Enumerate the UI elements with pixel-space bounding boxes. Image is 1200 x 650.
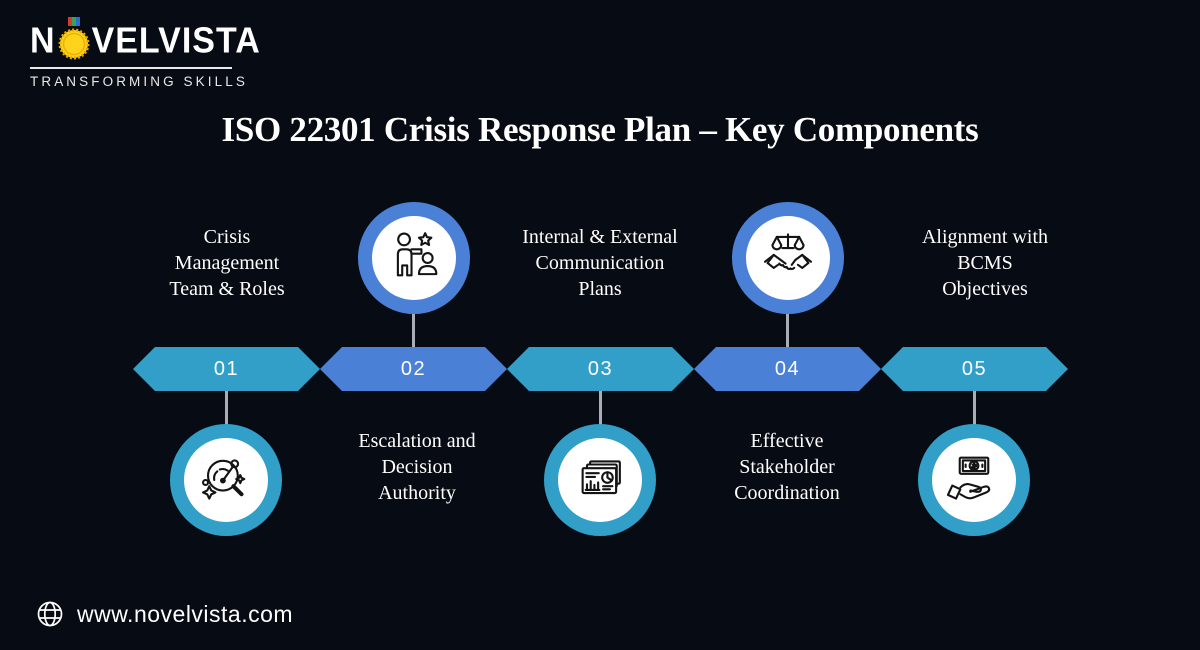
step-05-label: Alignment with BCMS Objectives	[870, 224, 1100, 302]
step-04-connector	[786, 310, 789, 348]
step-02-connector	[412, 310, 415, 348]
logo-text-n: N	[30, 21, 56, 61]
step-number: 05	[961, 357, 988, 380]
step-05-arrow: 05	[881, 347, 1068, 391]
step-03-icon-circle	[544, 424, 656, 536]
label-line: Stakeholder	[739, 456, 835, 478]
step-05-connector	[973, 390, 976, 426]
logo-divider	[30, 67, 232, 69]
label-line: Objectives	[942, 278, 1028, 300]
footer: www.novelvista.com	[36, 600, 293, 628]
step-01-label: Crisis Management Team & Roles	[112, 224, 342, 302]
label-line: Alignment with	[921, 226, 1049, 248]
label-line: Decision	[381, 456, 453, 478]
step-01-arrow: 01	[133, 347, 320, 391]
logo-wordmark: N VELVISTA	[30, 17, 261, 64]
step-02-label: Escalation and Decision Authority	[302, 428, 532, 506]
leadership-team-icon	[396, 232, 438, 277]
step-02-icon-circle	[358, 202, 470, 314]
step-04-icon-circle	[732, 202, 844, 314]
step-02-arrow: 02	[320, 347, 507, 391]
label-line: BCMS	[957, 252, 1013, 274]
page-title: ISO 22301 Crisis Response Plan – Key Com…	[221, 110, 979, 149]
novelvista-logo: N VELVISTA TRANSFORMING SKILLS	[30, 17, 261, 89]
step-number: 01	[213, 357, 240, 380]
website-url[interactable]: www.novelvista.com	[77, 600, 294, 627]
step-03-arrow: 03	[507, 347, 694, 391]
globe-icon	[37, 601, 63, 627]
step-number: 03	[587, 357, 614, 380]
logo-text-velvista: VELVISTA	[91, 21, 261, 61]
step-number: 02	[400, 357, 427, 380]
step-01-icon-circle	[170, 424, 282, 536]
logo-tagline: TRANSFORMING SKILLS	[30, 74, 248, 89]
label-line: Escalation and	[358, 430, 476, 452]
money-in-hand-icon	[946, 456, 991, 500]
label-line: Plans	[578, 278, 622, 300]
step-03-connector	[599, 390, 602, 426]
medal-icon	[57, 17, 91, 64]
label-line: Crisis	[203, 226, 251, 248]
label-line: Team & Roles	[169, 278, 285, 300]
label-line: Authority	[378, 482, 456, 504]
crisis-detection-magnifier-icon	[202, 459, 246, 500]
label-line: Communication	[535, 252, 665, 274]
step-05-icon-circle	[918, 424, 1030, 536]
step-03-label: Internal & External Communication Plans	[485, 224, 715, 302]
label-line: Internal & External	[522, 226, 678, 248]
label-line: Management	[174, 252, 280, 274]
step-number: 04	[774, 357, 801, 380]
step-04-arrow: 04	[694, 347, 881, 391]
label-line: Effective	[750, 430, 824, 452]
step-01-connector	[225, 390, 228, 426]
label-line: Coordination	[734, 482, 840, 504]
step-04-label: Effective Stakeholder Coordination	[672, 428, 902, 506]
communication-reports-icon	[581, 460, 621, 495]
handshake-scales-icon	[764, 233, 812, 271]
